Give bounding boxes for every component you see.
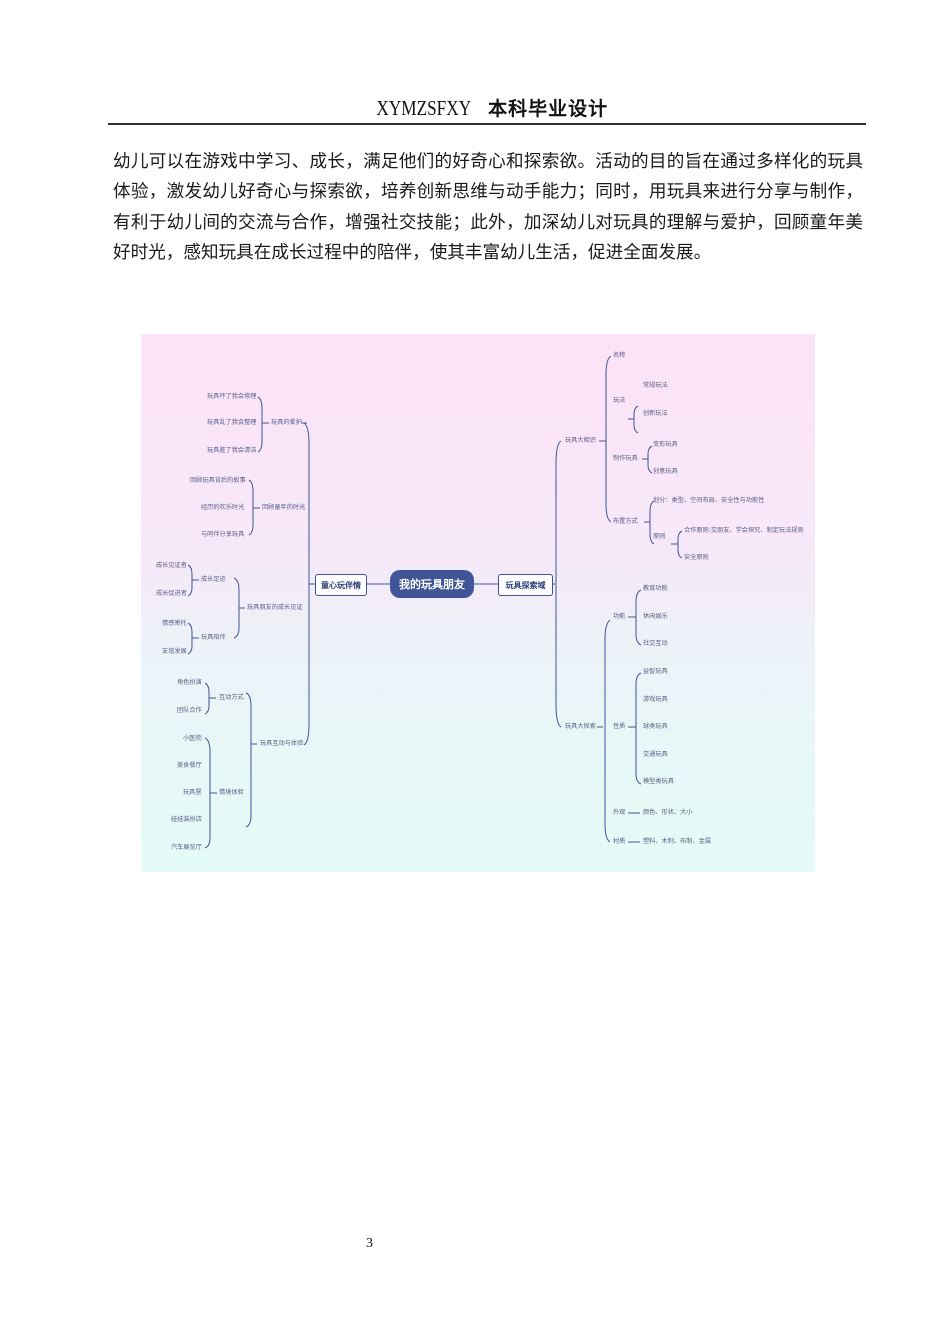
mindmap-node: 玩具乱了我会整理 <box>207 419 257 426</box>
mindmap-node: 原则 <box>653 533 666 540</box>
mindmap-node: 经历的欢乐时光 <box>201 504 245 511</box>
mindmap-node: 功能 <box>613 613 626 620</box>
mindmap-node: 与同伴分享玩具 <box>201 531 245 538</box>
header-latin: XYMZSFXY <box>376 96 472 120</box>
header-divider <box>108 123 866 125</box>
mindmap-node: 回顾玩具背后的故事 <box>190 477 246 484</box>
mindmap-node: 玩具的爱护 <box>271 419 302 426</box>
mindmap-node: 教育功能 <box>643 585 668 592</box>
mindmap-node: 常规玩法 <box>643 382 668 389</box>
mindmap-node: 布置方式 <box>613 518 638 525</box>
mindmap-connectors <box>187 355 683 849</box>
page-number: 3 <box>366 1236 373 1251</box>
mindmap-node: 名称 <box>613 352 626 359</box>
mindmap-node: 划分：类型、空间布局、安全性与功能性 <box>653 497 765 504</box>
mindmap-node: 外观 <box>613 809 626 816</box>
header-title: 本科毕业设计 <box>488 98 609 120</box>
mindmap-node: 团队合作 <box>177 707 202 714</box>
mindmap-node: 制作玩具 <box>613 455 638 462</box>
mindmap-node: 成长足迹 <box>201 576 226 583</box>
mindmap-node: 休闲娱乐 <box>643 613 668 620</box>
mindmap-node: 互动方式 <box>219 694 244 701</box>
mindmap-node: 益智玩具 <box>643 668 668 675</box>
mindmap-right-main-node: 玩具探索域 <box>498 574 553 596</box>
mindmap-node: 安全原则 <box>684 554 709 561</box>
body-paragraph: 幼儿可以在游戏中学习、成长，满足他们的好奇心和探索欲。活动的目的旨在通过多样化的… <box>113 152 863 264</box>
mindmap-node: 合作原则:交朋友、学会探究、制定玩法规则 <box>684 527 804 534</box>
mindmap-node: 塑料、木制、布制、金属 <box>643 838 712 845</box>
mindmap-node: 玩具坏了我会修理 <box>207 393 257 400</box>
mindmap-node: 游戏玩具 <box>643 696 668 703</box>
mindmap-left-main-node: 童心玩伴情 <box>315 574 367 596</box>
mindmap-node: 玩具陪伴 <box>201 634 226 641</box>
mindmap-node: 材质 <box>613 838 626 845</box>
mindmap-node: 社交互动 <box>643 640 668 647</box>
mindmap-figure: 我的玩具朋友 童心玩伴情 玩具探索域 玩具的爱护 玩具坏了我会修理 玩具乱了我会… <box>141 334 815 872</box>
mindmap-node: 玩具屋 <box>183 789 202 796</box>
mindmap-node: 创新玩法 <box>643 410 668 417</box>
mindmap-node: 友谊发展 <box>162 648 187 655</box>
mindmap-node: 球类玩具 <box>643 723 668 730</box>
mindmap-node: 玩具大探索 <box>565 723 596 730</box>
mindmap-node: 情境体验 <box>219 789 244 796</box>
mindmap-node: 玩具朋友的成长见证 <box>247 604 303 611</box>
page-header: XYMZSFXY 本科毕业设计 <box>108 94 866 123</box>
mindmap-node: 模型类玩具 <box>643 778 674 785</box>
mindmap-node: 变形玩具 <box>653 441 678 448</box>
mindmap-node: 玩具大相识 <box>565 437 596 444</box>
mindmap-node: 美食餐厅 <box>177 762 202 769</box>
mindmap-node: 创意玩具 <box>653 468 678 475</box>
mindmap-node: 玩具互动与体验 <box>260 740 304 747</box>
mindmap-node: 颜色、形状、大小 <box>643 809 693 816</box>
mindmap-node: 性质 <box>613 723 626 730</box>
mindmap-node: 娃娃装扮店 <box>171 816 202 823</box>
mindmap-root-node: 我的玩具朋友 <box>390 570 474 598</box>
mindmap-node: 角色扮演 <box>177 679 202 686</box>
mindmap-node: 玩具脏了我会清洁 <box>207 447 257 454</box>
mindmap-node: 成长见证者 <box>156 562 187 569</box>
mindmap-node: 小医院 <box>183 735 202 742</box>
mindmap-node: 玩法 <box>613 397 626 404</box>
mindmap-node: 情感寄托 <box>162 620 187 627</box>
mindmap-node: 交通玩具 <box>643 751 668 758</box>
mindmap-node: 回顾童年的时光 <box>262 504 306 511</box>
mindmap-node: 成长促进者 <box>156 590 187 597</box>
mindmap-node: 汽车展览厅 <box>171 844 202 851</box>
